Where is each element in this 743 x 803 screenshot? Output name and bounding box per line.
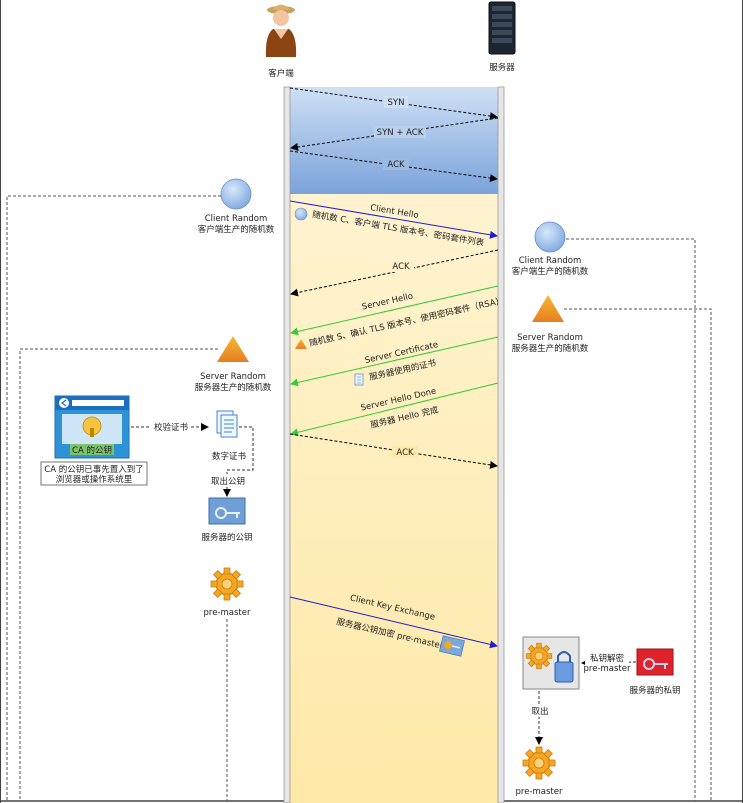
take-out-label: 取出 — [531, 706, 548, 717]
ack-1-label: ACK — [392, 262, 410, 272]
decrypt-label-line1: 私钥解密 — [590, 653, 625, 664]
server-rack-icon — [488, 1, 516, 55]
client-hello-arrow — [289, 200, 498, 239]
right-client-random-cn: 客户端生产的随机数 — [512, 266, 589, 277]
ca-public-key-panel — [54, 395, 130, 459]
right-client-random-circle-icon — [534, 221, 566, 253]
ca-note-line1: CA 的公钥已事先置入到了 — [44, 464, 143, 475]
right-server-random-cn: 服务器生产的随机数 — [512, 343, 589, 354]
digital-cert-icon — [216, 410, 238, 438]
client-person-icon — [265, 4, 297, 57]
ca-note-box — [40, 461, 148, 486]
digital-cert-label: 数字证书 — [212, 451, 247, 462]
ca-public-key-label: CA 的公钥 — [72, 445, 112, 456]
left-client-random-line — [6, 195, 221, 801]
right-client-random-en: Client Random — [519, 256, 582, 266]
ack-tcp-label: ACK — [387, 160, 405, 170]
client-hello-random-icon — [294, 207, 308, 221]
left-pre-master-label: pre-master — [204, 608, 251, 618]
right-client-random-line — [566, 238, 696, 801]
decrypt-box — [522, 636, 580, 690]
syn-label: SYN — [388, 98, 405, 108]
server-hello-triangle-icon — [295, 339, 307, 349]
right-server-random-en: Server Random — [517, 333, 583, 343]
decrypt-label-line2: pre-master — [584, 664, 631, 674]
encrypted-key-small-icon — [439, 635, 465, 657]
right-pre-master-gear-icon — [522, 746, 556, 780]
verify-cert-label: 校验证书 — [154, 422, 189, 433]
right-pre-master-label: pre-master — [516, 787, 563, 797]
left-server-random-en: Server Random — [200, 372, 266, 382]
server-done-arrow — [290, 382, 499, 437]
client-random-circle-icon — [220, 178, 252, 210]
left-server-random-cn: 服务器生产的随机数 — [195, 382, 272, 393]
server-lifeline — [497, 86, 505, 803]
server-private-key-label: 服务器的私钥 — [629, 685, 680, 696]
client-label: 客户端 — [268, 68, 294, 79]
server-pubkey-icon — [208, 497, 246, 525]
extract-pubkey-label: 取出公钥 — [211, 476, 245, 487]
cert-doc-small-icon — [354, 373, 364, 386]
right-server-random-line — [564, 308, 712, 801]
server-cert-arrow — [290, 336, 499, 387]
server-random-triangle-icon — [217, 336, 249, 362]
client-lifeline — [283, 86, 291, 803]
server-private-key-icon — [636, 648, 674, 676]
server-hello-arrow — [290, 285, 499, 336]
left-server-random-line — [19, 348, 218, 801]
syn-ack-label: SYN + ACK — [377, 128, 424, 138]
server-label: 服务器 — [489, 62, 515, 73]
right-server-random-triangle-icon — [532, 295, 564, 322]
ack-2-label: ACK — [396, 448, 414, 458]
tls-handshake-band — [290, 194, 498, 803]
server-pubkey-label: 服务器的公钥 — [201, 532, 252, 543]
left-client-random-cn: 客户端生产的随机数 — [198, 224, 275, 235]
client-key-arrow — [289, 596, 498, 649]
ca-note-line2: 浏览器或操作系统里 — [56, 474, 133, 485]
left-pre-master-gear-icon — [210, 567, 244, 601]
left-client-random-en: Client Random — [205, 214, 268, 224]
